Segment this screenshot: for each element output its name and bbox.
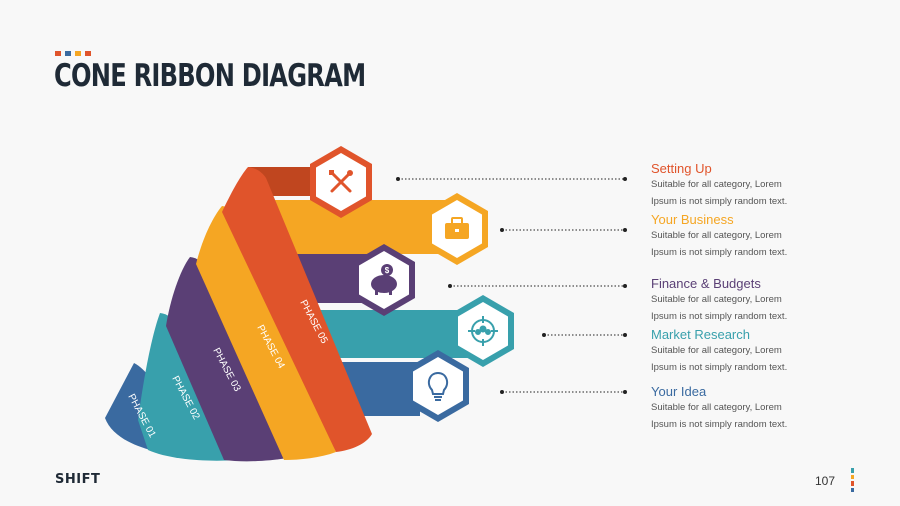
page-bar-segment <box>851 468 854 473</box>
accent-dot <box>75 51 81 56</box>
page-bar-segment <box>851 487 854 492</box>
item-heading: Your Idea <box>651 384 707 399</box>
hex-badge-setting-up <box>310 146 372 218</box>
item-heading: Setting Up <box>651 161 712 176</box>
item-description-line1: Suitable for all category, Lorem <box>651 230 782 241</box>
lightbulb-icon <box>427 371 449 401</box>
item-heading: Your Business <box>651 212 734 227</box>
piggy-bank-icon: $ <box>371 264 397 295</box>
page-title: CONE RIBBON DIAGRAM <box>54 58 366 94</box>
item-description-line2: Ipsum is not simply random text. <box>651 196 788 207</box>
page-bar-segment <box>851 474 854 479</box>
tools-icon <box>329 170 353 193</box>
page-number: 107 <box>815 474 836 488</box>
briefcase-icon <box>445 217 469 239</box>
item-your-business: Your Business Suitable for all category,… <box>651 212 851 261</box>
page-bar-segment <box>851 481 854 486</box>
item-description-line2: Ipsum is not simply random text. <box>651 247 788 258</box>
ribbon-tail-phase04 <box>240 200 450 254</box>
accent-dot <box>65 51 71 56</box>
connector-endpoints <box>396 177 627 394</box>
item-description-line1: Suitable for all category, Lorem <box>651 402 782 413</box>
ribbon-phase03 <box>166 257 288 462</box>
item-description-line1: Suitable for all category, Lorem <box>651 345 782 356</box>
item-description-line2: Ipsum is not simply random text. <box>651 311 788 322</box>
item-heading: Market Research <box>651 327 750 342</box>
item-description-line2: Ipsum is not simply random text. <box>651 362 788 373</box>
ribbon-phase04 <box>196 206 336 460</box>
page-accent-bar <box>851 468 854 492</box>
item-description-line1: Suitable for all category, Lorem <box>651 179 782 190</box>
brand-logo: SHIFT <box>55 472 101 487</box>
svg-text:$: $ <box>385 266 390 275</box>
accent-dot <box>85 51 91 56</box>
title-accent-dots <box>55 51 91 56</box>
item-setting-up: Setting Up Suitable for all category, Lo… <box>651 161 851 210</box>
hex-badge-market-research <box>452 295 514 367</box>
item-description-line1: Suitable for all category, Lorem <box>651 294 782 305</box>
item-heading: Finance & Budgets <box>651 276 761 291</box>
target-people-icon <box>468 316 498 346</box>
hex-badge-finance: $ <box>353 244 415 316</box>
connector-lines <box>398 178 625 393</box>
ribbon-phase05 <box>222 167 372 452</box>
item-market-research: Market Research Suitable for all categor… <box>651 327 851 376</box>
hex-badge-your-business <box>426 193 488 265</box>
item-your-idea: Your Idea Suitable for all category, Lor… <box>651 384 851 433</box>
ribbon-tail-phase02 <box>300 310 470 358</box>
item-description-line2: Ipsum is not simply random text. <box>651 419 788 430</box>
hex-badge-your-idea <box>407 350 469 422</box>
accent-dot <box>55 51 61 56</box>
item-finance: Finance & Budgets Suitable for all categ… <box>651 276 851 325</box>
